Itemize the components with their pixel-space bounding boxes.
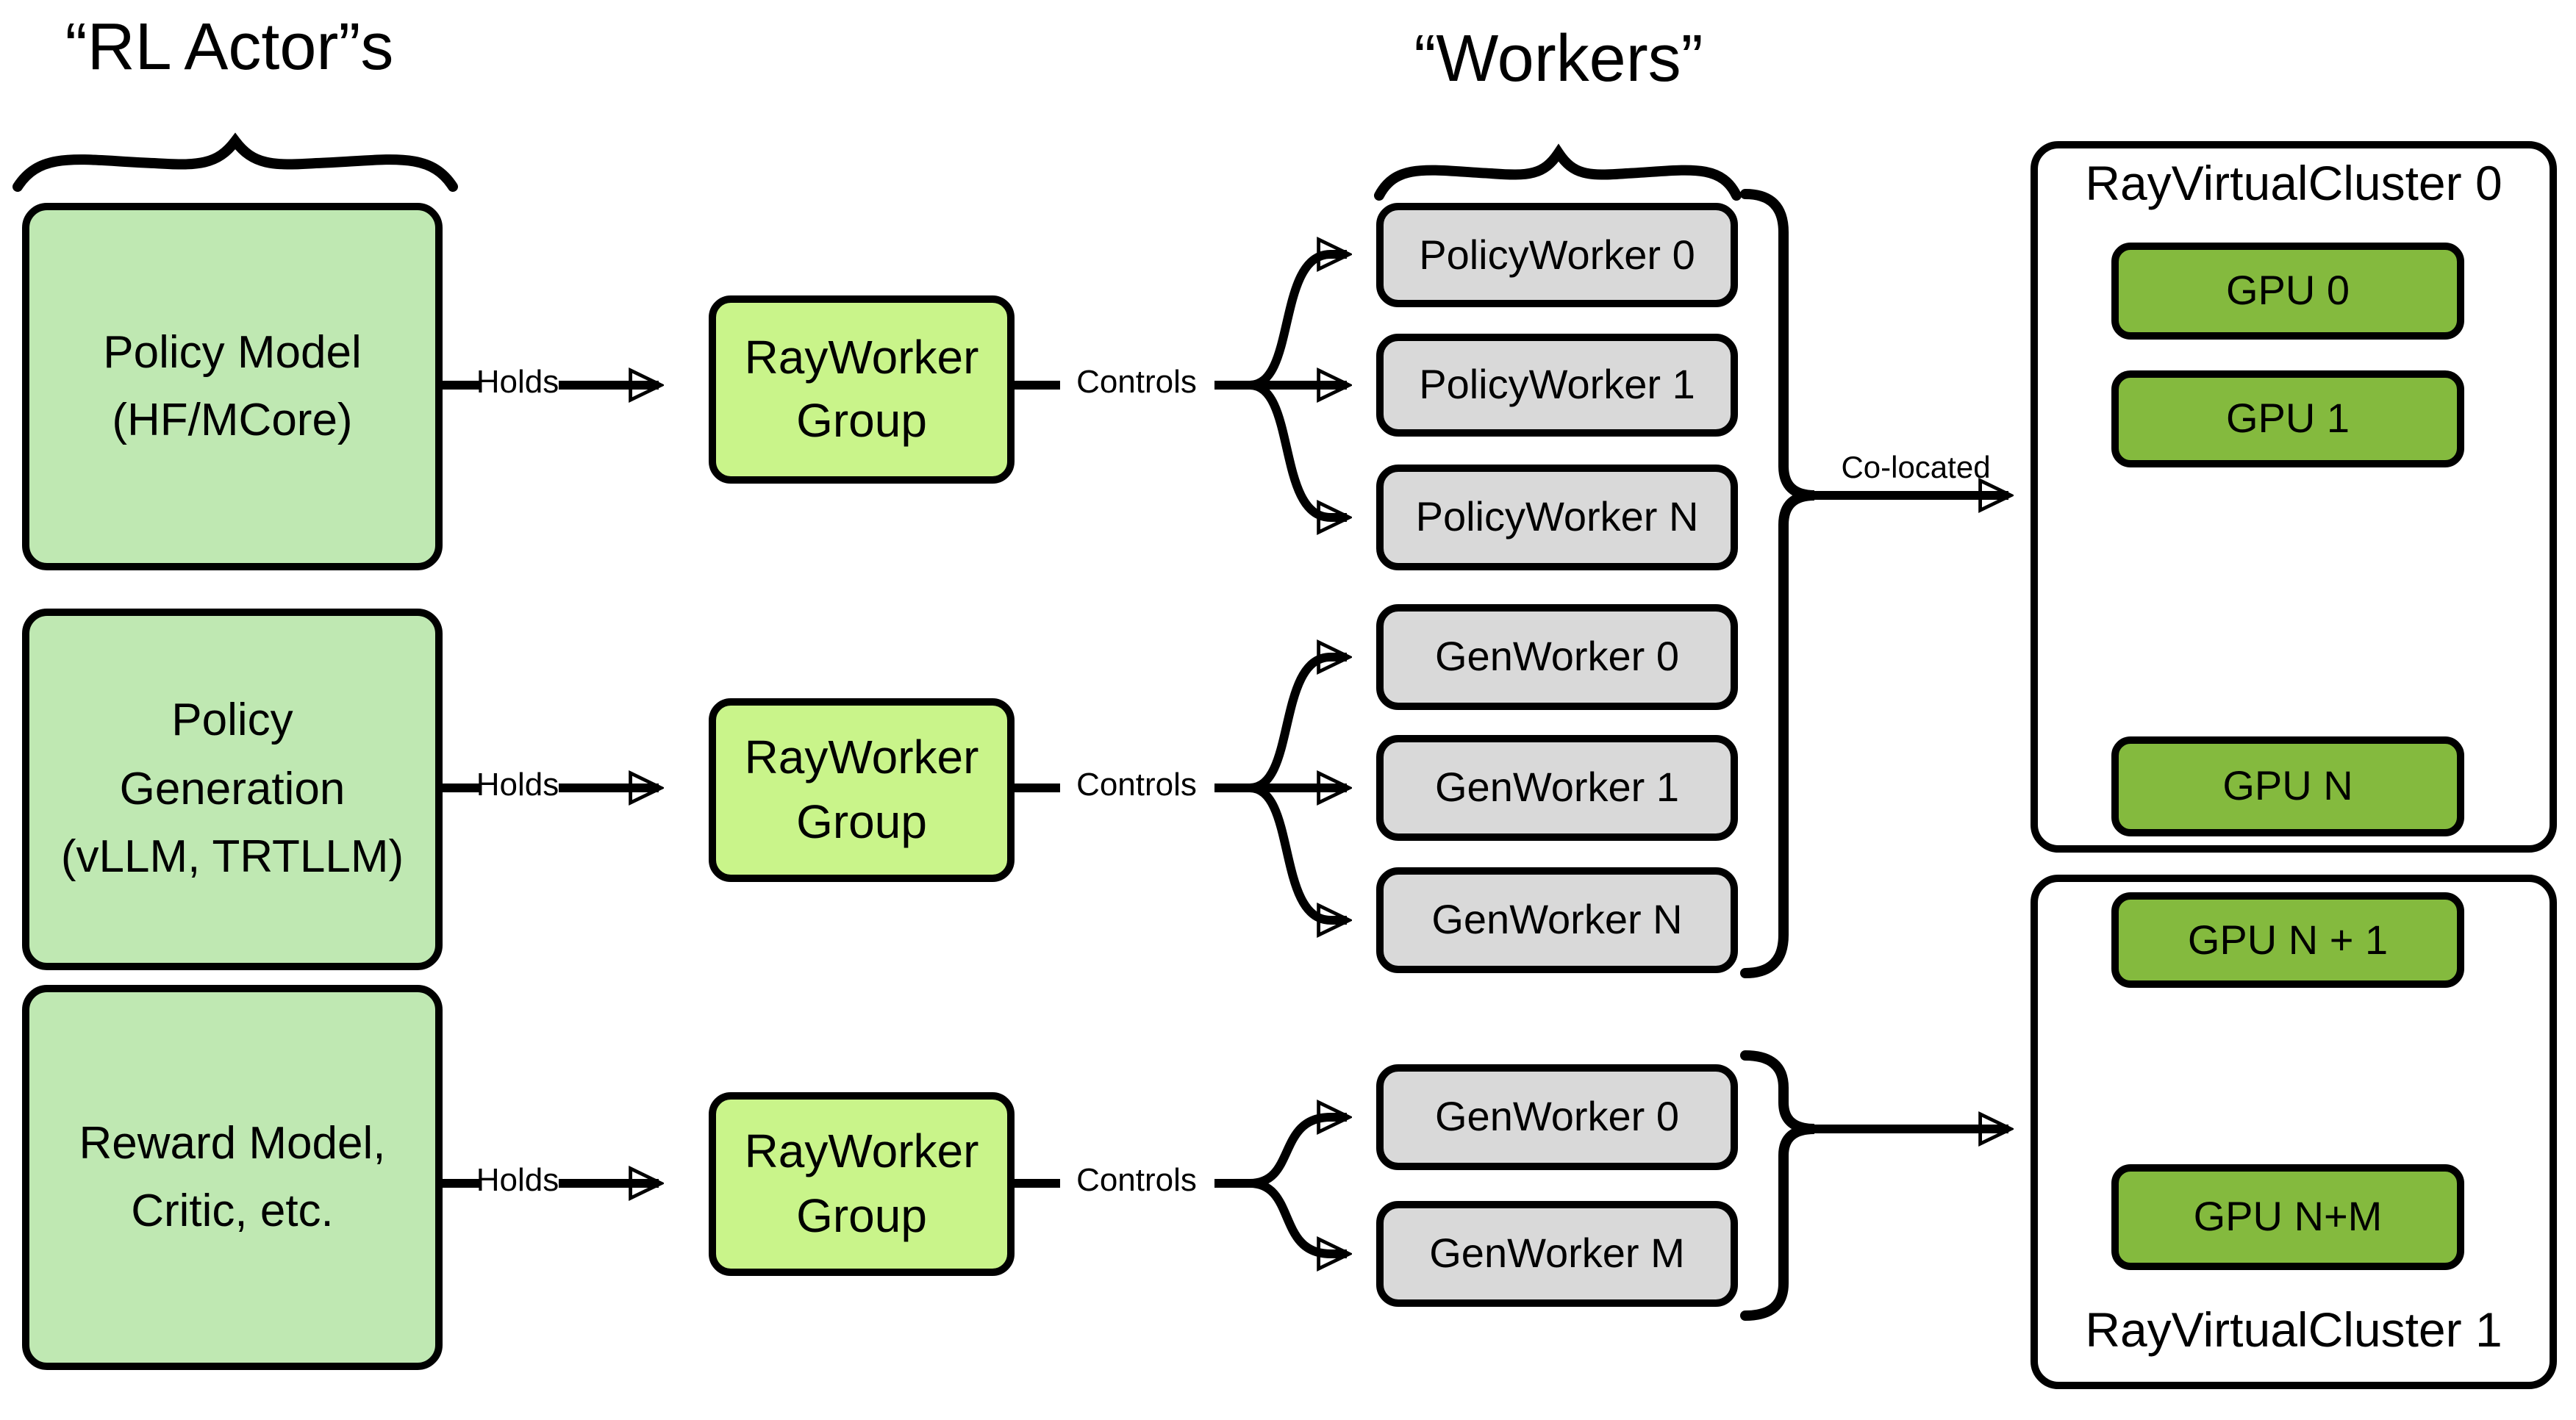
workers-top-brace — [1374, 143, 1742, 201]
holds-label-3: Holds — [476, 1161, 559, 1198]
controls-branch-2-bottom — [1249, 783, 1347, 920]
worker-box-policyworker-0: PolicyWorker 0 — [1376, 203, 1738, 307]
ray-worker-group-line: RayWorker — [744, 1125, 979, 1178]
ray-virtual-cluster-0-title: RayVirtualCluster 0 — [2085, 156, 2502, 210]
gpu-box-n-plus-m: GPU N+M — [2111, 1164, 2464, 1270]
workers-group-brace-small — [1740, 1050, 1815, 1321]
controls-label-2: Controls — [1076, 766, 1197, 803]
worker-box-genworker-0b: GenWorker 0 — [1376, 1064, 1738, 1170]
gpu-label: GPU N + 1 — [2187, 917, 2389, 962]
worker-box-genworker-1: GenWorker 1 — [1376, 735, 1738, 841]
gpu-label: GPU N — [2222, 763, 2353, 808]
controls-branch-1-top — [1249, 254, 1347, 390]
controls-label-1: Controls — [1076, 363, 1197, 400]
holds-label-1: Holds — [476, 363, 559, 400]
workers-group-brace-large — [1740, 189, 1815, 978]
ray-worker-group-line: RayWorker — [744, 330, 979, 384]
worker-box-label: GenWorker N — [1431, 897, 1683, 942]
worker-box-label: GenWorker 0 — [1435, 1094, 1679, 1139]
gpu-label: GPU 0 — [2225, 268, 2350, 313]
worker-box-label: GenWorker 0 — [1435, 634, 1679, 679]
actor-box-line: (HF/MCore) — [112, 394, 353, 445]
worker-box-policyworker-n: PolicyWorker N — [1376, 465, 1738, 570]
ray-virtual-cluster-1-title: RayVirtualCluster 1 — [2085, 1302, 2502, 1357]
gpu-box-0: GPU 0 — [2111, 243, 2464, 340]
actor-box-policy-generation: Policy Generation (vLLM, TRTLLM) — [22, 609, 443, 970]
worker-box-label: PolicyWorker 0 — [1419, 232, 1695, 277]
worker-box-genworker-0: GenWorker 0 — [1376, 604, 1738, 710]
ray-worker-group-box-1: RayWorker Group — [709, 295, 1015, 484]
controls-branch-1-bottom — [1249, 381, 1347, 517]
actor-box-line: (vLLM, TRTLLM) — [60, 831, 404, 883]
actor-box-policy-model: Policy Model (HF/MCore) — [22, 203, 443, 570]
actors-top-brace — [12, 132, 458, 192]
worker-box-label: GenWorker 1 — [1435, 764, 1679, 810]
ray-worker-group-box-2: RayWorker Group — [709, 698, 1015, 882]
gpu-box-1: GPU 1 — [2111, 370, 2464, 467]
gpu-box-n-plus-1: GPU N + 1 — [2111, 892, 2464, 988]
actor-box-line: Generation — [119, 762, 346, 814]
holds-label-2: Holds — [476, 766, 559, 803]
actor-box-line: Critic, etc. — [131, 1185, 334, 1236]
worker-box-label: PolicyWorker N — [1415, 494, 1699, 539]
gpu-box-n: GPU N — [2111, 736, 2464, 836]
controls-branch-2-top — [1249, 657, 1347, 792]
controls-label-3: Controls — [1076, 1161, 1197, 1198]
colocated-label: Co-located — [1841, 451, 1991, 485]
actor-box-reward-critic: Reward Model, Critic, etc. — [22, 985, 443, 1370]
rl-actors-title: “RL Actor”s — [65, 9, 394, 84]
actor-box-line: Policy — [171, 694, 293, 746]
ray-worker-group-box-3: RayWorker Group — [709, 1092, 1015, 1276]
controls-branch-3-bottom — [1249, 1179, 1347, 1254]
worker-box-policyworker-1: PolicyWorker 1 — [1376, 334, 1738, 437]
gpu-label: GPU 1 — [2225, 395, 2350, 441]
ray-worker-group-line: Group — [796, 795, 927, 847]
actor-box-line: Policy Model — [103, 326, 362, 377]
ray-worker-group-line: Group — [796, 1188, 927, 1241]
gpu-label: GPU N+M — [2193, 1194, 2383, 1239]
controls-branch-3-top — [1249, 1117, 1347, 1188]
worker-box-genworker-n: GenWorker N — [1376, 867, 1738, 973]
ray-worker-group-line: Group — [796, 394, 927, 447]
worker-box-label: GenWorker M — [1429, 1230, 1685, 1276]
worker-box-genworker-m: GenWorker M — [1376, 1201, 1738, 1307]
actor-box-line: Reward Model, — [79, 1116, 386, 1168]
workers-title: “Workers” — [1414, 21, 1703, 96]
worker-box-label: PolicyWorker 1 — [1419, 362, 1695, 407]
ray-worker-group-line: RayWorker — [744, 731, 979, 784]
